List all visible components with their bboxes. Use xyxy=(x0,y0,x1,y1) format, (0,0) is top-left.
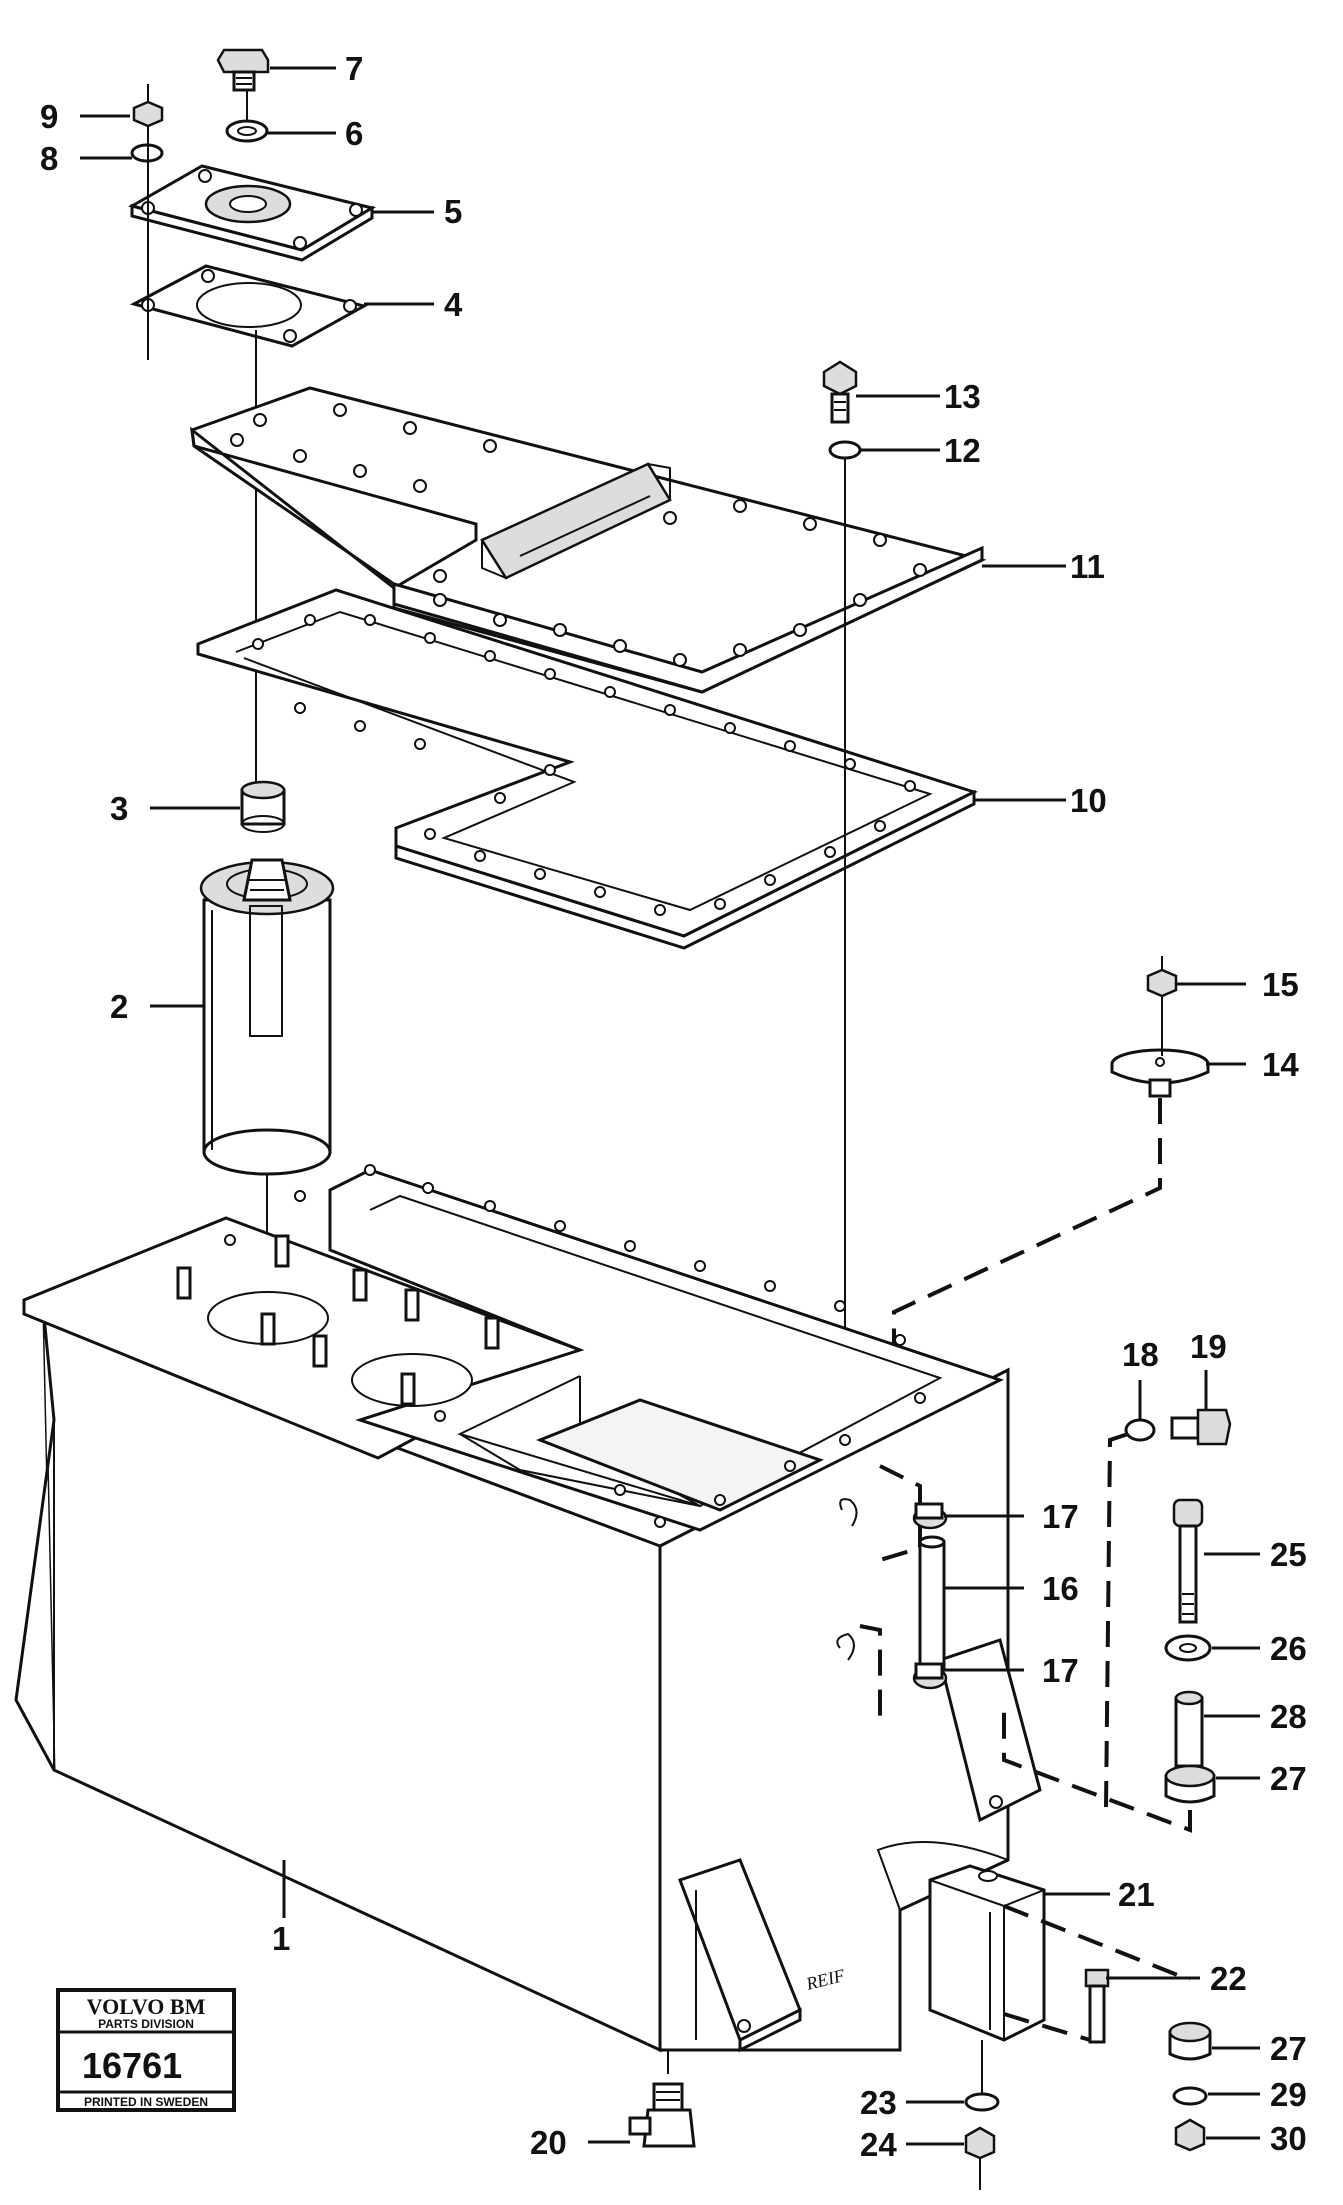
label-30: 30 xyxy=(1270,2120,1307,2157)
part-30-nut xyxy=(1174,2118,1206,2152)
part-4-gasket xyxy=(129,264,369,348)
label-27-lower: 27 xyxy=(1270,2030,1307,2067)
label-4: 4 xyxy=(444,286,463,323)
part-26-washer xyxy=(1164,1634,1212,1662)
part-16-hose xyxy=(918,1535,946,1672)
label-18: 18 xyxy=(1122,1336,1159,1373)
bolt-dash-line xyxy=(1002,1700,1192,1833)
label-23: 23 xyxy=(860,2084,897,2121)
tank-flange-holes xyxy=(224,1164,926,1528)
label-1: 1 xyxy=(272,1920,290,1957)
hose-dash-upper xyxy=(879,1464,922,1562)
breather-dash-line xyxy=(892,1098,1162,1360)
label-26: 26 xyxy=(1270,1630,1307,1667)
label-29: 29 xyxy=(1270,2076,1307,2113)
part-11-holes xyxy=(230,403,927,667)
part-labels: 7 6 9 8 5 4 13 12 11 10 3 2 15 14 18 19 … xyxy=(40,50,1307,2163)
part-29-washer xyxy=(1172,2086,1208,2106)
part-1-tank xyxy=(14,1164,1042,2074)
part-12-washer xyxy=(828,440,862,460)
part-28-spacer xyxy=(1174,1690,1204,1768)
label-7: 7 xyxy=(345,50,363,87)
hose-dash-lower xyxy=(859,1624,882,1720)
label-9: 9 xyxy=(40,98,58,135)
label-8: 8 xyxy=(40,140,58,177)
part-18-washer xyxy=(1124,1418,1156,1442)
part-15-nut xyxy=(1146,956,1178,998)
label-2: 2 xyxy=(110,988,128,1025)
bracket-dash-line xyxy=(1003,1904,1191,1982)
plug-dash-line xyxy=(1104,1432,1129,1809)
label-14: 14 xyxy=(1262,1046,1299,1083)
part-27-bush-lower xyxy=(1168,2021,1212,2061)
leader-lines xyxy=(80,66,1260,2146)
label-28: 28 xyxy=(1270,1698,1307,1735)
stamp-division: PARTS DIVISION xyxy=(98,2017,194,2031)
label-11: 11 xyxy=(1070,548,1105,585)
part-17-clamp-lower xyxy=(912,1662,948,1690)
label-15: 15 xyxy=(1262,966,1299,1003)
part-10-holes xyxy=(252,614,916,916)
label-17-lower: 17 xyxy=(1042,1652,1079,1689)
label-16: 16 xyxy=(1042,1570,1079,1607)
label-27-upper: 27 xyxy=(1270,1760,1307,1797)
label-6: 6 xyxy=(345,115,363,152)
part-27-bush-upper xyxy=(1164,1764,1216,1804)
volvo-bm-stamp: VOLVO BM PARTS DIVISION 16761 PRINTED IN… xyxy=(56,1988,236,2112)
stamp-printed: PRINTED IN SWEDEN xyxy=(84,2095,208,2109)
bracket-dash-line-2 xyxy=(1003,2012,1091,2042)
label-12: 12 xyxy=(944,432,981,469)
label-22: 22 xyxy=(1210,1960,1247,1997)
stamp-brand: VOLVO BM xyxy=(87,1994,206,2019)
label-24: 24 xyxy=(860,2126,897,2163)
label-25: 25 xyxy=(1270,1536,1307,1573)
tank-studs xyxy=(176,1234,500,1406)
label-17-upper: 17 xyxy=(1042,1498,1079,1535)
label-10: 10 xyxy=(1070,782,1107,819)
part-20-drain-valve xyxy=(628,2082,696,2148)
part-7-plug xyxy=(216,48,270,92)
label-20: 20 xyxy=(530,2124,567,2161)
part-23-washer xyxy=(964,2092,1000,2112)
part-24-nut xyxy=(964,2126,996,2160)
part-19-plug xyxy=(1170,1408,1232,1446)
label-5: 5 xyxy=(444,193,462,230)
part-2-filter xyxy=(199,858,335,1176)
part-17-clamp-upper xyxy=(912,1502,948,1530)
part-22-bolt xyxy=(1084,1968,1110,2044)
part-25-bolt xyxy=(1172,1498,1204,1624)
part-6-washer xyxy=(225,119,269,143)
part-11-cover-plate xyxy=(190,386,987,694)
part-21-bracket xyxy=(928,1864,1046,2042)
label-19: 19 xyxy=(1190,1328,1227,1365)
part-5-cover xyxy=(128,164,376,262)
stamp-number: 16761 xyxy=(82,2045,182,2086)
label-21: 21 xyxy=(1118,1876,1155,1913)
part-13-bolt xyxy=(822,360,858,424)
part-10-gasket-frame xyxy=(196,588,978,950)
part-3-spacer xyxy=(240,780,286,833)
label-13: 13 xyxy=(944,378,981,415)
part-14-breather xyxy=(1110,1048,1210,1098)
part-9-nut xyxy=(132,84,164,128)
label-3: 3 xyxy=(110,790,128,827)
